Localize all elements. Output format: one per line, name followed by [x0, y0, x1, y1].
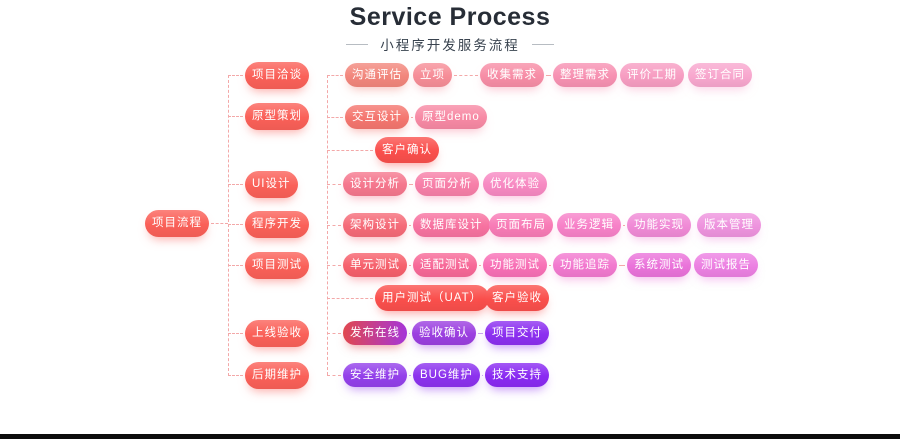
connector-dash — [549, 265, 551, 266]
process-node-pill: 优化体验 — [483, 172, 547, 196]
stage-pill: 项目测试 — [245, 251, 309, 279]
stage-pill: 原型策划 — [245, 102, 309, 130]
connector-dash — [327, 150, 373, 151]
subtitle-dash-right — [531, 43, 554, 45]
stage-pill: UI设计 — [245, 170, 298, 198]
connector-dash — [482, 375, 483, 376]
page-title: Service Process — [349, 3, 551, 31]
connector-dash — [327, 184, 341, 185]
process-node-pill: 测试报告 — [694, 253, 758, 277]
process-node-pill: 页面分析 — [415, 172, 479, 196]
process-node-pill: 系统测试 — [627, 253, 691, 277]
process-node-pill: 原型demo — [415, 105, 487, 129]
process-node-pill: 设计分析 — [343, 172, 407, 196]
connector-dash — [479, 265, 481, 266]
connector-dash — [623, 225, 625, 226]
connector-dash — [546, 75, 551, 76]
process-node-pill: 验收确认 — [412, 321, 476, 345]
connector-dash — [327, 117, 343, 118]
connector-dash — [228, 375, 243, 376]
connector-dash — [454, 75, 478, 76]
connector-dash — [411, 117, 413, 118]
connector-dash — [228, 224, 243, 225]
process-node-pill: 业务逻辑 — [557, 213, 621, 237]
stage-pill: 项目洽谈 — [245, 61, 309, 89]
header: Service Process 小程序开发服务流程 — [0, 0, 900, 54]
process-node-pill: 用户测试（UAT） — [375, 285, 490, 311]
process-node-pill: 功能测试 — [483, 253, 547, 277]
connector-dash — [327, 375, 341, 376]
connector-dash — [228, 333, 243, 334]
connector-dash — [619, 265, 625, 266]
process-node-pill: 发布在线 — [343, 321, 407, 345]
process-node-pill: 整理需求 — [553, 63, 617, 87]
process-node-pill: 架构设计 — [343, 213, 407, 237]
footer-divider — [0, 434, 900, 439]
trunk-dash — [228, 75, 229, 376]
connector-dash — [327, 225, 341, 226]
connector-dash — [409, 184, 413, 185]
connector-dash — [327, 298, 373, 299]
connector-dash — [327, 333, 341, 334]
process-node-pill: 页面布局 — [489, 213, 553, 237]
connector-dash — [228, 75, 243, 76]
process-node-pill: 技术支持 — [485, 363, 549, 387]
connector-dash — [478, 333, 483, 334]
connector-dash — [409, 375, 411, 376]
process-node-pill: 适配测试 — [413, 253, 477, 277]
process-node-pill: 收集需求 — [480, 63, 544, 87]
process-node-pill: 沟通评估 — [345, 63, 409, 87]
process-node-pill: 签订合同 — [688, 63, 752, 87]
process-node-pill: 项目交付 — [485, 321, 549, 345]
process-node-pill: 安全维护 — [343, 363, 407, 387]
subtitle-row: 小程序开发服务流程 — [0, 34, 900, 54]
process-node-pill: 功能追踪 — [553, 253, 617, 277]
connector-dash — [409, 225, 411, 226]
process-node-pill: 单元测试 — [343, 253, 407, 277]
stage-pill: 后期维护 — [245, 361, 309, 389]
process-node-pill: BUG维护 — [413, 363, 480, 387]
process-node-pill: 交互设计 — [345, 105, 409, 129]
process-node-pill: 客户验收 — [485, 285, 549, 311]
connector-dash — [211, 223, 228, 224]
connector-dash — [327, 75, 343, 76]
stage-pill: 程序开发 — [245, 210, 309, 238]
connector-dash — [228, 184, 243, 185]
connector-dash — [409, 265, 411, 266]
connector-dash — [327, 265, 341, 266]
connector-dash — [228, 265, 243, 266]
page-subtitle: 小程序开发服务流程 — [380, 38, 520, 53]
connector-dash — [409, 333, 410, 334]
process-node-pill: 客户确认 — [375, 137, 439, 163]
process-node-pill: 版本管理 — [697, 213, 761, 237]
process-node-pill: 数据库设计 — [413, 213, 490, 237]
stage-pill: 项目流程 — [145, 209, 209, 237]
process-node-pill: 功能实现 — [627, 213, 691, 237]
connector-dash — [228, 116, 243, 117]
subtitle-dash-left — [346, 43, 369, 45]
process-node-pill: 立项 — [413, 63, 452, 87]
process-node-pill: 评价工期 — [620, 63, 684, 87]
stage-pill: 上线验收 — [245, 319, 309, 347]
